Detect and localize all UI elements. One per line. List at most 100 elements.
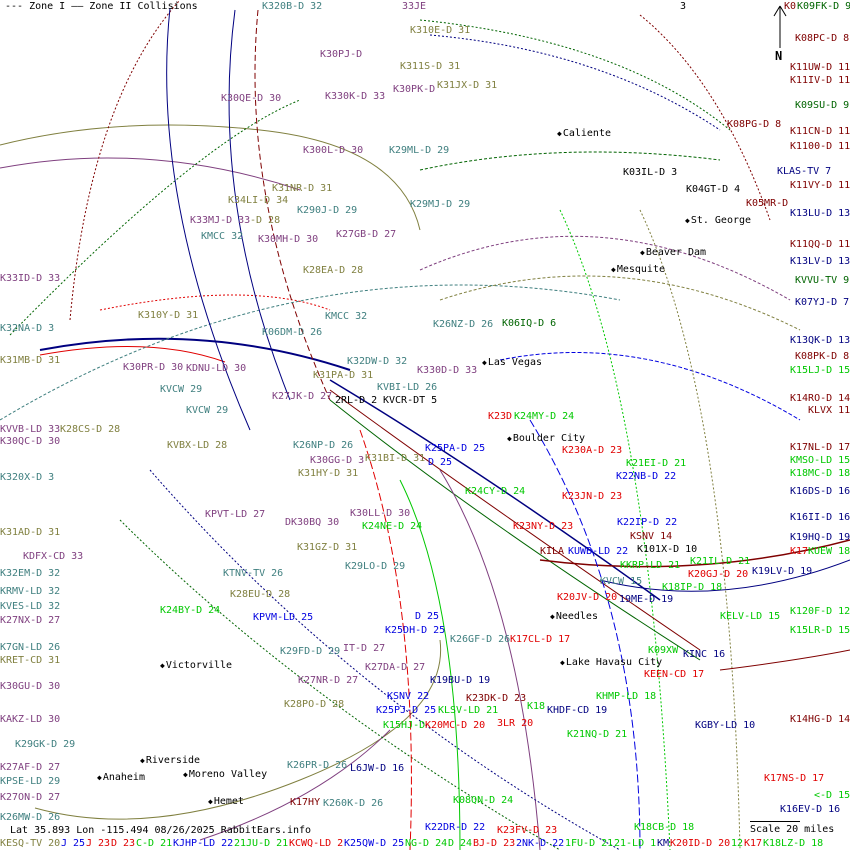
station-label[interactable]: KGBY-LD 10 [695, 720, 756, 731]
station-label[interactable]: K101X-D 10 [637, 544, 698, 555]
station-label[interactable]: KPSE-LD 29 [0, 776, 61, 787]
station-label[interactable]: K14HG-D 14 [790, 714, 850, 725]
station-label[interactable]: K27NR-D 27 [298, 675, 359, 686]
station-label[interactable]: KESQ-TV 20 [0, 838, 61, 849]
station-label[interactable]: K22IP-D 22 [617, 517, 678, 528]
station-label[interactable]: KDFX-CD 33 [23, 551, 84, 562]
station-label[interactable]: K16II-D 16 [790, 512, 850, 523]
station-label[interactable]: K30GG-D 3 [310, 455, 365, 466]
station-label[interactable]: K311S-D 31 [400, 61, 461, 72]
station-label[interactable]: 19ME-D 19 [619, 594, 674, 605]
station-label[interactable]: K13LV-D 13 [790, 256, 850, 267]
station-label[interactable]: K31JX-D 31 [437, 80, 498, 91]
station-label[interactable]: D 25 [415, 611, 440, 622]
station-label[interactable]: KVCW 15 [600, 576, 643, 587]
station-label[interactable]: KKRP-LD 21 [620, 560, 681, 571]
station-label[interactable]: K320B-D 32 [262, 1, 323, 12]
station-label[interactable]: BJ-D 23 [473, 838, 516, 849]
station-label[interactable]: K27NX-D 27 [0, 615, 61, 626]
station-label[interactable]: K31HY-D 31 [298, 468, 359, 479]
station-label[interactable]: K29ML-D 29 [389, 145, 450, 156]
station-label[interactable]: K26NP-D 26 [293, 440, 354, 451]
station-label[interactable]: D 23 [111, 838, 136, 849]
station-label[interactable]: K330K-D 33 [325, 91, 386, 102]
station-label[interactable]: KCWQ-LD 2 [289, 838, 344, 849]
station-label[interactable]: KRMV-LD 32 [0, 586, 61, 597]
station-label[interactable]: KUEW 18 [808, 546, 850, 557]
station-label[interactable]: K15LJ-D 15 [790, 365, 850, 376]
station-label[interactable]: K07YJ-D 7 [795, 297, 850, 308]
station-label[interactable]: K04GT-D 4 [686, 184, 741, 195]
station-label[interactable]: KVBI-LD 26 [377, 382, 438, 393]
station-label[interactable]: K17NS-D 17 [764, 773, 825, 784]
station-label[interactable]: K08PG-D 8 [727, 119, 782, 130]
station-label[interactable]: K25QW-D 25 [344, 838, 405, 849]
station-label[interactable]: K30PR-D 30 [123, 362, 184, 373]
station-label[interactable]: KHMP-LD 18 [596, 691, 657, 702]
station-label[interactable]: K30PJ-D [320, 49, 363, 60]
station-label[interactable]: 1FU-D 21 [565, 838, 614, 849]
station-label[interactable]: K26MW-D 26 [0, 812, 61, 823]
station-label[interactable]: K24CY-D 24 [465, 486, 526, 497]
station-label[interactable]: KPVM-LD 25 [253, 612, 314, 623]
station-label[interactable]: KINC 16 [683, 649, 726, 660]
station-label[interactable]: K32NA-D 3 [0, 323, 55, 334]
station-label[interactable]: K27ON-D 27 [0, 792, 61, 803]
station-label[interactable]: K7GN-LD 26 [0, 642, 61, 653]
station-label[interactable]: KHDF-CD 19 [547, 705, 608, 716]
station-label[interactable]: K28PO-D 28 [284, 699, 345, 710]
station-label[interactable]: K28EU-D 28 [230, 589, 291, 600]
station-label[interactable]: K290J-D 29 [297, 205, 358, 216]
station-label[interactable]: KELV-LD 15 [720, 611, 781, 622]
station-label[interactable]: K28CS-D 28 [60, 424, 121, 435]
station-label[interactable]: KDNU-LD 30 [186, 363, 247, 374]
station-label[interactable]: K1100-D 11 [790, 141, 850, 152]
station-label[interactable]: K31NR-D 31 [272, 183, 333, 194]
station-label[interactable]: K23JN-D 23 [562, 491, 623, 502]
station-label[interactable]: K31AD-D 31 [0, 527, 61, 538]
station-label[interactable]: K11QQ-D 11 [790, 239, 850, 250]
station-label[interactable]: K27DA-D 27 [365, 662, 426, 673]
station-label[interactable]: K20JV-D 20 [557, 592, 618, 603]
station-label[interactable]: K30QC-D 30 [0, 436, 61, 447]
station-label[interactable]: K23FV-D 23 [497, 825, 558, 836]
station-label[interactable]: K33MJ-D 33 [190, 215, 251, 226]
station-label[interactable]: K17NL-D 17 [790, 442, 850, 453]
station-label[interactable]: K30QE-D 30 [221, 93, 282, 104]
station-label[interactable]: K30MH-D 30 [258, 234, 319, 245]
station-label[interactable]: K08PK-D 8 [795, 351, 850, 362]
station-label[interactable]: K23DK-D 23 [466, 693, 527, 704]
station-label[interactable]: KRET-CD 31 [0, 655, 61, 666]
station-label[interactable]: 3 [680, 1, 687, 12]
station-label[interactable]: K20ID-D 20 [670, 838, 731, 849]
station-label[interactable]: K11VY-D 11 [790, 180, 850, 191]
station-label[interactable]: K22DR-D 22 [425, 822, 486, 833]
station-label[interactable]: K300L-D 30 [303, 145, 364, 156]
station-label[interactable]: K30PK-D [393, 84, 436, 95]
station-label[interactable]: K31MB-D 31 [0, 355, 61, 366]
station-label[interactable]: K11IV-D 11 [790, 75, 850, 86]
station-label[interactable]: KSNV 14 [630, 531, 673, 542]
station-label[interactable]: K06DM-D 26 [262, 327, 323, 338]
station-label[interactable]: K09XW [648, 645, 679, 656]
station-label[interactable]: K08PC-D 8 [795, 33, 850, 44]
station-label[interactable]: K19LV-D 19 [752, 566, 813, 577]
station-label[interactable]: K19HQ-D 19 [790, 532, 850, 543]
station-label[interactable]: KMCC 32 [325, 311, 368, 322]
station-label[interactable]: K03IL-D 3 [623, 167, 678, 178]
station-label[interactable]: K06IQ-D 6 [502, 318, 557, 329]
station-label[interactable]: NG-D 24 [405, 838, 448, 849]
station-label[interactable]: K25PA-D 25 [425, 443, 486, 454]
station-label[interactable]: KM [657, 838, 670, 849]
station-label[interactable]: K15LR-D 15 [790, 625, 850, 636]
station-label[interactable]: K18 [527, 701, 546, 712]
station-label[interactable]: K22NB-D 22 [616, 471, 677, 482]
station-label[interactable]: KJHP-LD 22 [173, 838, 234, 849]
station-label[interactable]: K18CB-D 18 [634, 822, 695, 833]
station-label[interactable]: 12 [731, 838, 744, 849]
station-label[interactable]: IT-D 27 [343, 643, 386, 654]
station-label[interactable]: K27JK-D 27 [272, 391, 333, 402]
station-label[interactable]: K27AF-D 27 [0, 762, 61, 773]
station-label[interactable]: K260K-D 26 [323, 798, 384, 809]
station-label[interactable]: K28EA-D 28 [303, 265, 364, 276]
